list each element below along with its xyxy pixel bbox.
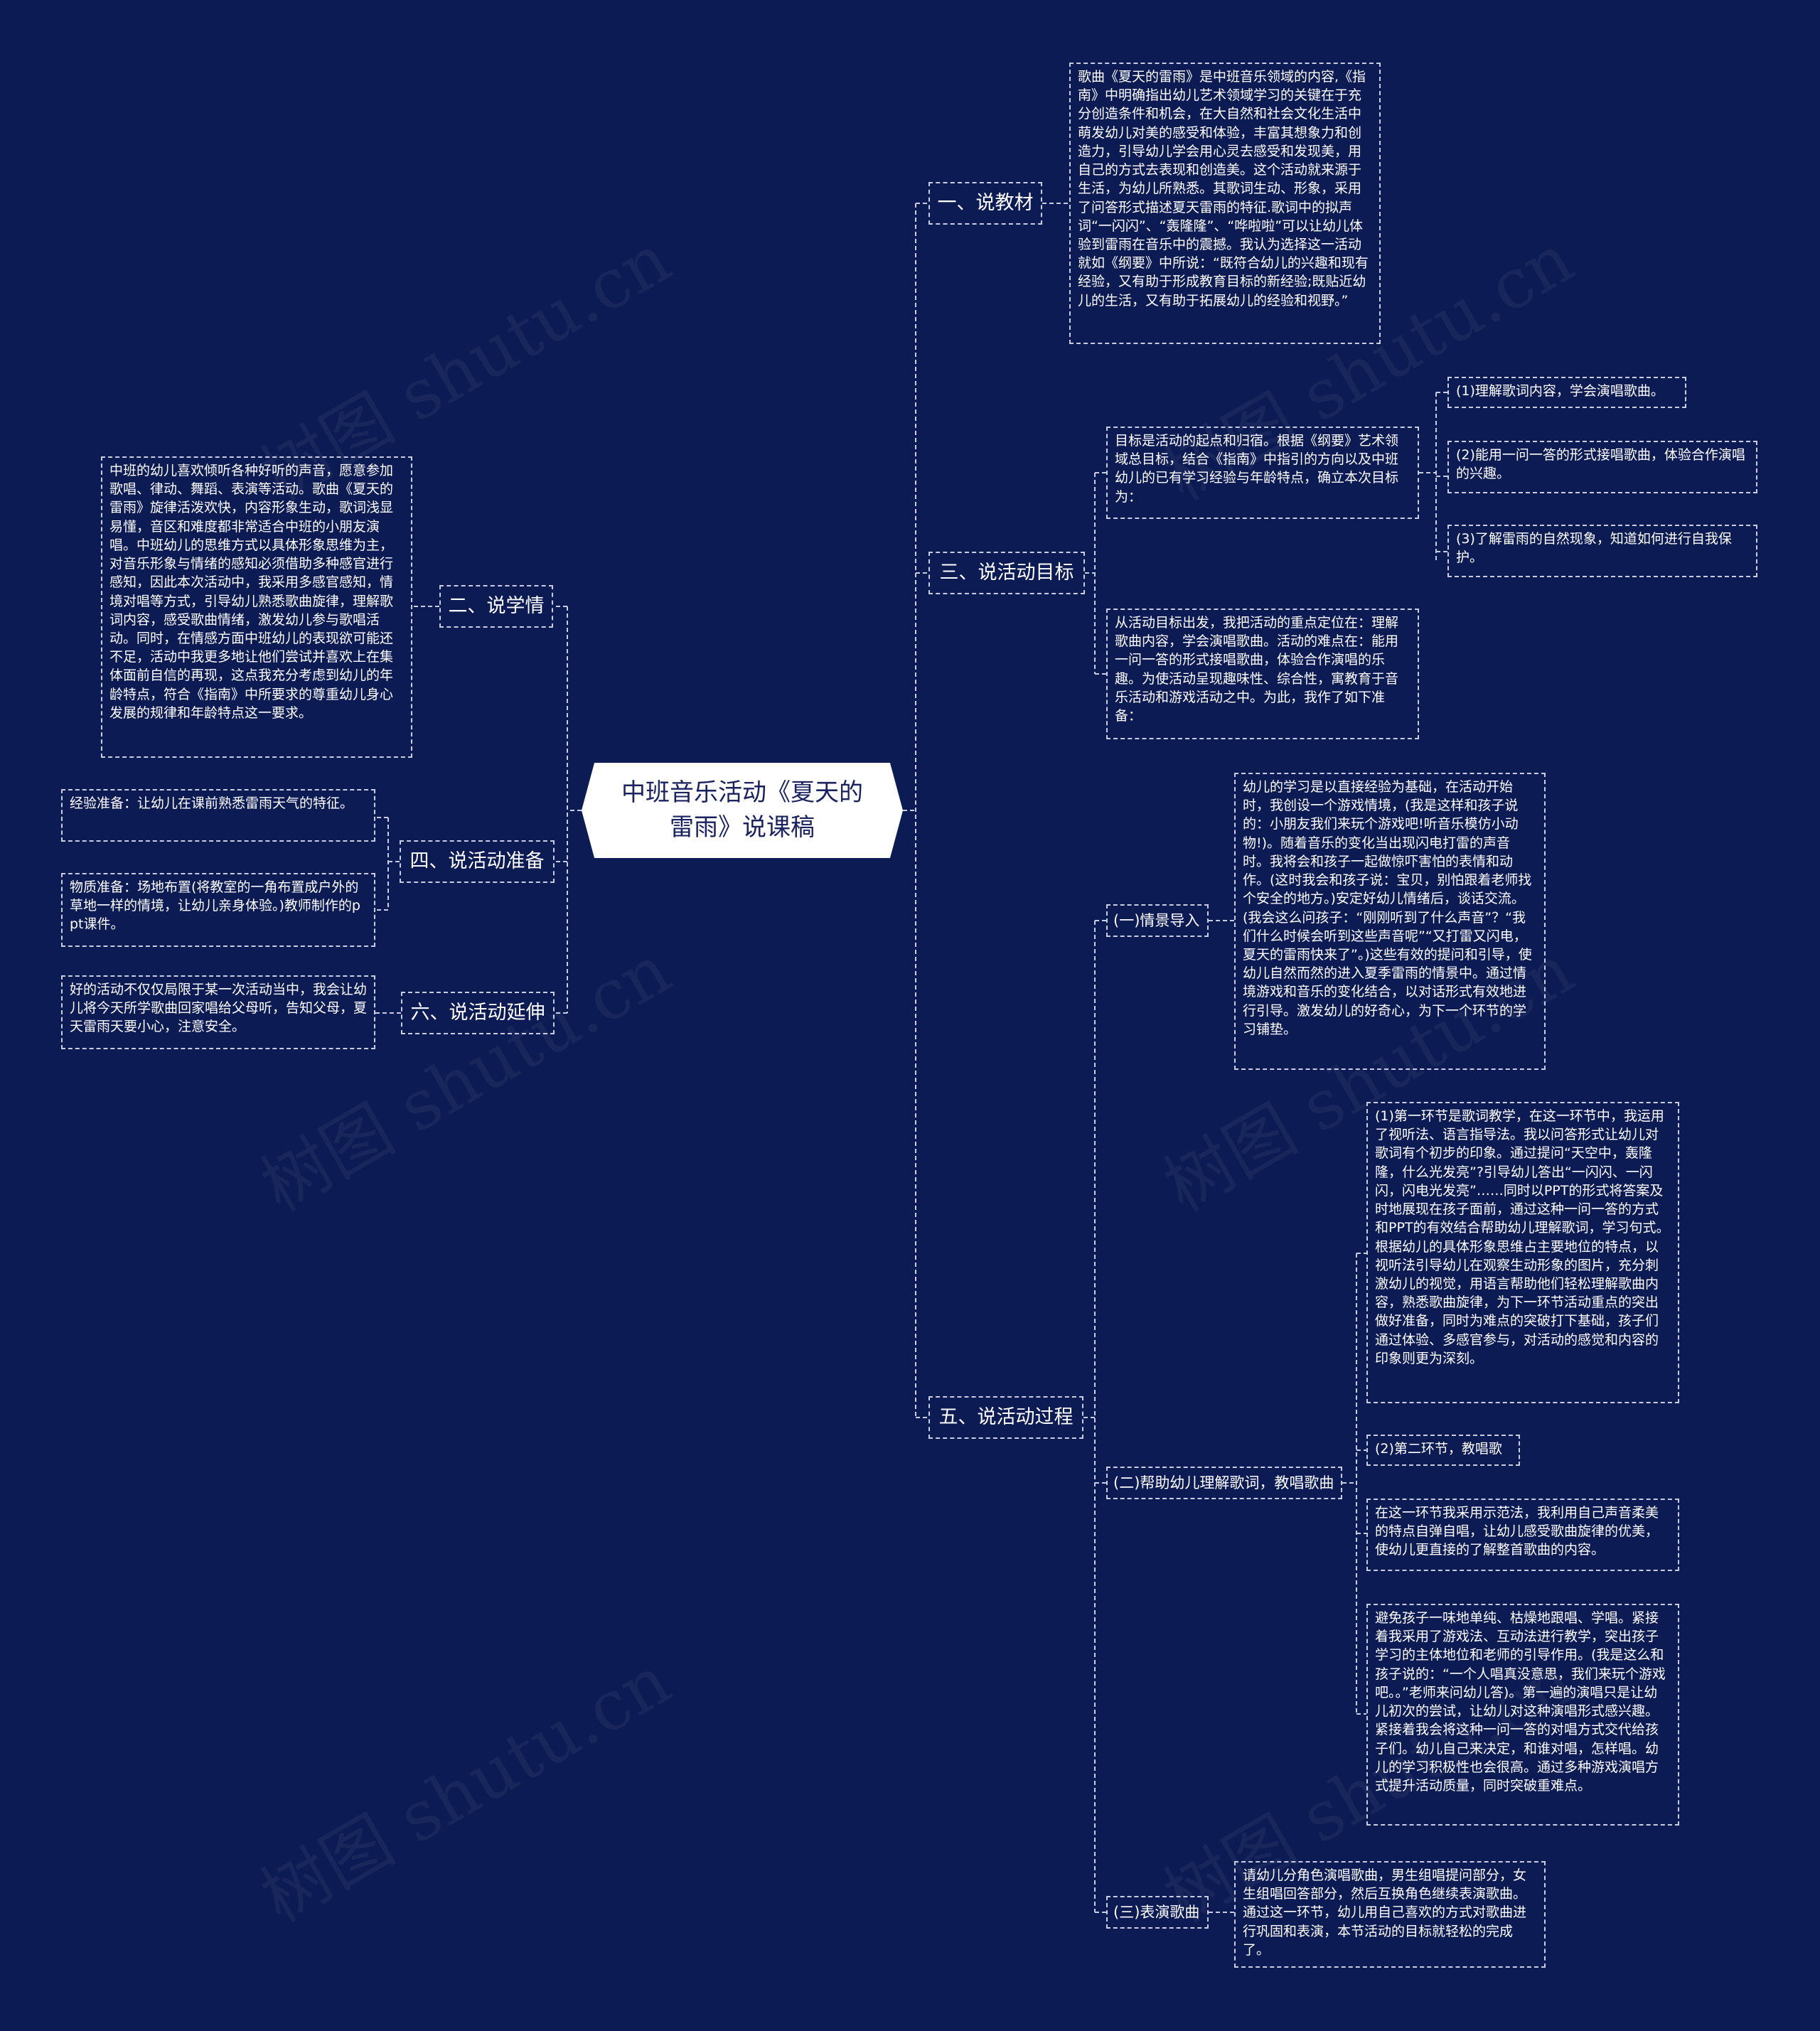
connector	[375, 817, 400, 911]
process-step-3-label[interactable]: (三)表演歌曲	[1106, 1896, 1209, 1929]
teaching-material-text: 歌曲《夏天的雷雨》是中班音乐领域的内容,《指南》中明确指出幼儿艺术领域学习的关键…	[1069, 63, 1381, 344]
branch-activity-goals[interactable]: 三、说活动目标	[928, 552, 1085, 594]
process-step-3-text: 请幼儿分角色演唱歌曲，男生组唱提问部分，女生组唱回答部分，然后互换角色继续表演歌…	[1234, 1861, 1546, 1968]
process-step-2-label[interactable]: (二)帮助幼儿理解歌词，教唱歌曲	[1106, 1467, 1342, 1499]
branch-activity-process[interactable]: 五、说活动过程	[928, 1396, 1083, 1439]
activity-extension-text: 好的活动不仅仅局限于某一次活动当中，我会让幼儿将今天所学歌曲回家唱给父母听，告知…	[61, 975, 375, 1049]
process-step-1-text: 幼儿的学习是以直接经验为基础，在活动开始时，我创设一个游戏情境，(我是这样和孩子…	[1234, 773, 1546, 1070]
goal-item: (3)了解雷雨的自然现象，知道如何进行自我保护。	[1447, 525, 1757, 577]
branch-activity-extension[interactable]: 六、说活动延伸	[401, 992, 555, 1034]
connector	[1083, 920, 1106, 1913]
connector	[1085, 472, 1106, 675]
experience-preparation: 经验准备：让幼儿在课前熟悉雷雨天气的特征。	[61, 789, 375, 842]
connector	[903, 203, 916, 1418]
connector	[916, 203, 928, 1418]
process-step-1-label[interactable]: (一)情景导入	[1106, 904, 1209, 937]
process-step-2-part-1: (1)第一环节是歌词教学，在这一环节中，我运用了视听法、语言指导法。我以问答形式…	[1366, 1102, 1679, 1403]
goal-item: (2)能用一问一答的形式接唱歌曲，体验合作演唱的兴趣。	[1447, 441, 1757, 493]
goals-intro-text: 目标是活动的起点和归宿。根据《纲要》艺术领域总目标，结合《指南》中指引的方向以及…	[1106, 427, 1419, 519]
connector	[1342, 1253, 1366, 1715]
goals-focus-text: 从活动目标出发，我把活动的重点定位在：理解歌曲内容，学会演唱歌曲。活动的难点在：…	[1106, 609, 1419, 739]
goal-item: (1)理解歌词内容，学会演唱歌曲。	[1447, 377, 1686, 408]
learner-analysis-text: 中班的幼儿喜欢倾听各种好听的声音，愿意参加歌唱、律动、舞蹈、表演等活动。歌曲《夏…	[101, 456, 412, 758]
process-step-2-part-3: 在这一环节我采用示范法，我利用自己声音柔美的特点自弹自唱，让幼儿感受歌曲旋律的优…	[1366, 1499, 1679, 1571]
branch-activity-preparation[interactable]: 四、说活动准备	[400, 840, 555, 883]
material-preparation: 物质准备：场地布置(将教室的一角布置成户外的草地一样的情境，让幼儿亲身体验。)教…	[61, 873, 375, 947]
watermark: 树图 shutu.cn	[248, 1640, 684, 1938]
branch-teaching-material[interactable]: 一、说教材	[928, 182, 1042, 225]
root-topic[interactable]: 中班音乐活动《夏天的雷雨》说课稿	[582, 763, 903, 858]
process-step-2-part-4: 避免孩子一味地单纯、枯燥地跟唱、学唱。紧接着我采用了游戏法、互动法进行教学，突出…	[1366, 1604, 1679, 1826]
watermark: 树图 shutu.cn	[248, 929, 684, 1227]
branch-learner-analysis[interactable]: 二、说学情	[439, 585, 553, 628]
connector	[1419, 392, 1447, 560]
process-step-2-part-2: (2)第二环节，教唱歌	[1366, 1435, 1520, 1466]
